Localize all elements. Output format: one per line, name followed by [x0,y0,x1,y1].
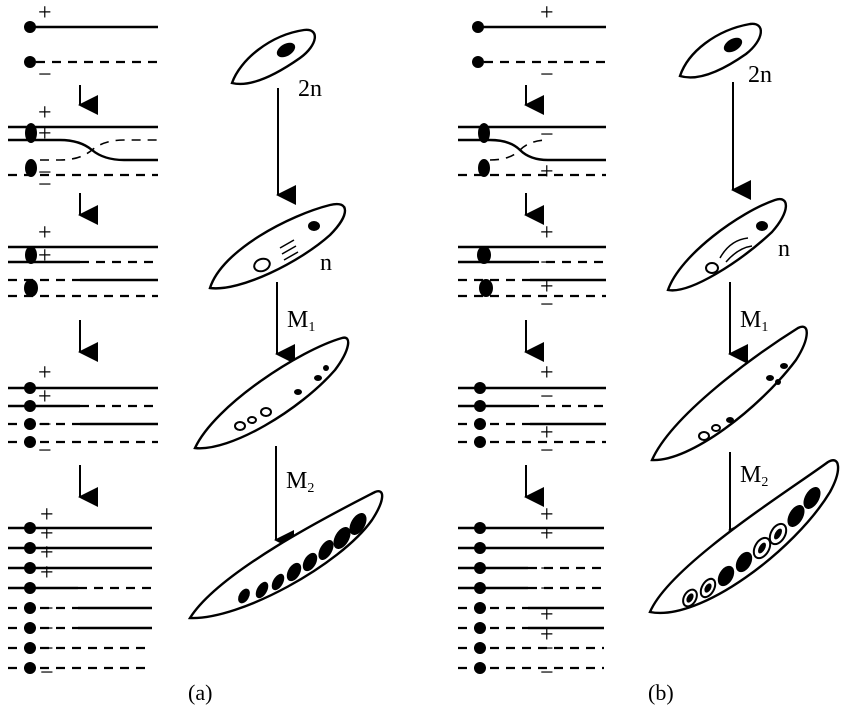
panel-a-ascus [187,490,384,620]
panel-b-stage2-crossover: − + [458,122,606,185]
panel-a-cell-haploid [208,202,347,290]
panel-a-stage3-chromosomes: + + [8,220,158,298]
plus-sign: + [38,121,52,147]
caption-b: (b) [648,680,674,705]
minus-sign: − [38,412,52,438]
minus-sign: − [540,250,554,276]
minus-sign: − [540,384,554,410]
panel-b-stage1-chromosomes: + − [472,0,606,88]
minus-sign: − [540,438,554,464]
minus-sign: − [540,660,554,686]
plus-sign: + [540,220,554,246]
plus-sign: + [540,521,554,547]
panel-a-stage2-crossover: + + − − [8,100,158,198]
plus-sign: + [40,540,54,566]
panel-b-cell-meiosis1 [650,325,808,462]
plus-sign: + [38,220,52,246]
minus-sign: − [38,438,52,464]
plus-sign: + [540,420,554,446]
panel-b-ascus [648,459,840,615]
panel-a-cell-diploid [230,28,316,86]
caption-a: (a) [188,680,212,705]
plus-sign: + [540,159,554,185]
minus-sign: − [540,62,554,88]
minus-sign: − [540,122,554,148]
minus-sign: − [40,596,54,622]
plus-sign: + [540,360,554,386]
label-m2: M2 [740,462,768,490]
plus-sign: + [38,360,52,386]
minus-sign: − [38,172,52,198]
plus-sign: + [38,100,52,126]
label-n: n [320,250,332,276]
plus-sign: + [540,0,554,26]
plus-sign: + [38,384,52,410]
plus-sign: + [540,274,554,300]
label-m1: M1 [740,307,768,335]
minus-sign: − [540,292,554,318]
minus-sign: − [540,636,554,662]
minus-sign: − [40,660,54,686]
panel-b-cell-haploid [666,197,788,292]
panel-a-cell-meiosis1 [193,336,350,450]
minus-sign: − [38,160,52,186]
plus-sign: + [38,0,52,26]
label-2n: 2n [748,62,772,88]
panel-b-stage4-chromatids: + − + − [458,360,606,464]
panel-b-stage5-ascospores: + + − − + + − − [458,502,604,686]
panel-a-stage4-chromatids: + + − − [8,360,158,464]
panel-a-stage5-ascospores: + + + + − − − − [8,502,152,686]
panel-b-cell-diploid [678,22,762,79]
plus-sign: + [540,502,554,528]
panel-a-stage1-chromosomes: + − [24,0,158,88]
panel-a: + − + + − − + + [8,0,384,705]
label-m2: M2 [286,468,314,496]
panel-b-stage3-chromosomes: + − + − [458,220,606,318]
panel-b: + − − + + − [458,0,840,705]
minus-sign: − [540,556,554,582]
minus-sign: − [38,62,52,88]
plus-sign: + [40,502,54,528]
minus-sign: − [540,576,554,602]
label-2n: 2n [298,76,322,102]
plus-sign: + [40,560,54,586]
label-n: n [778,236,790,262]
label-m1: M1 [287,307,315,335]
minus-sign: − [40,616,54,642]
minus-sign: − [40,636,54,662]
